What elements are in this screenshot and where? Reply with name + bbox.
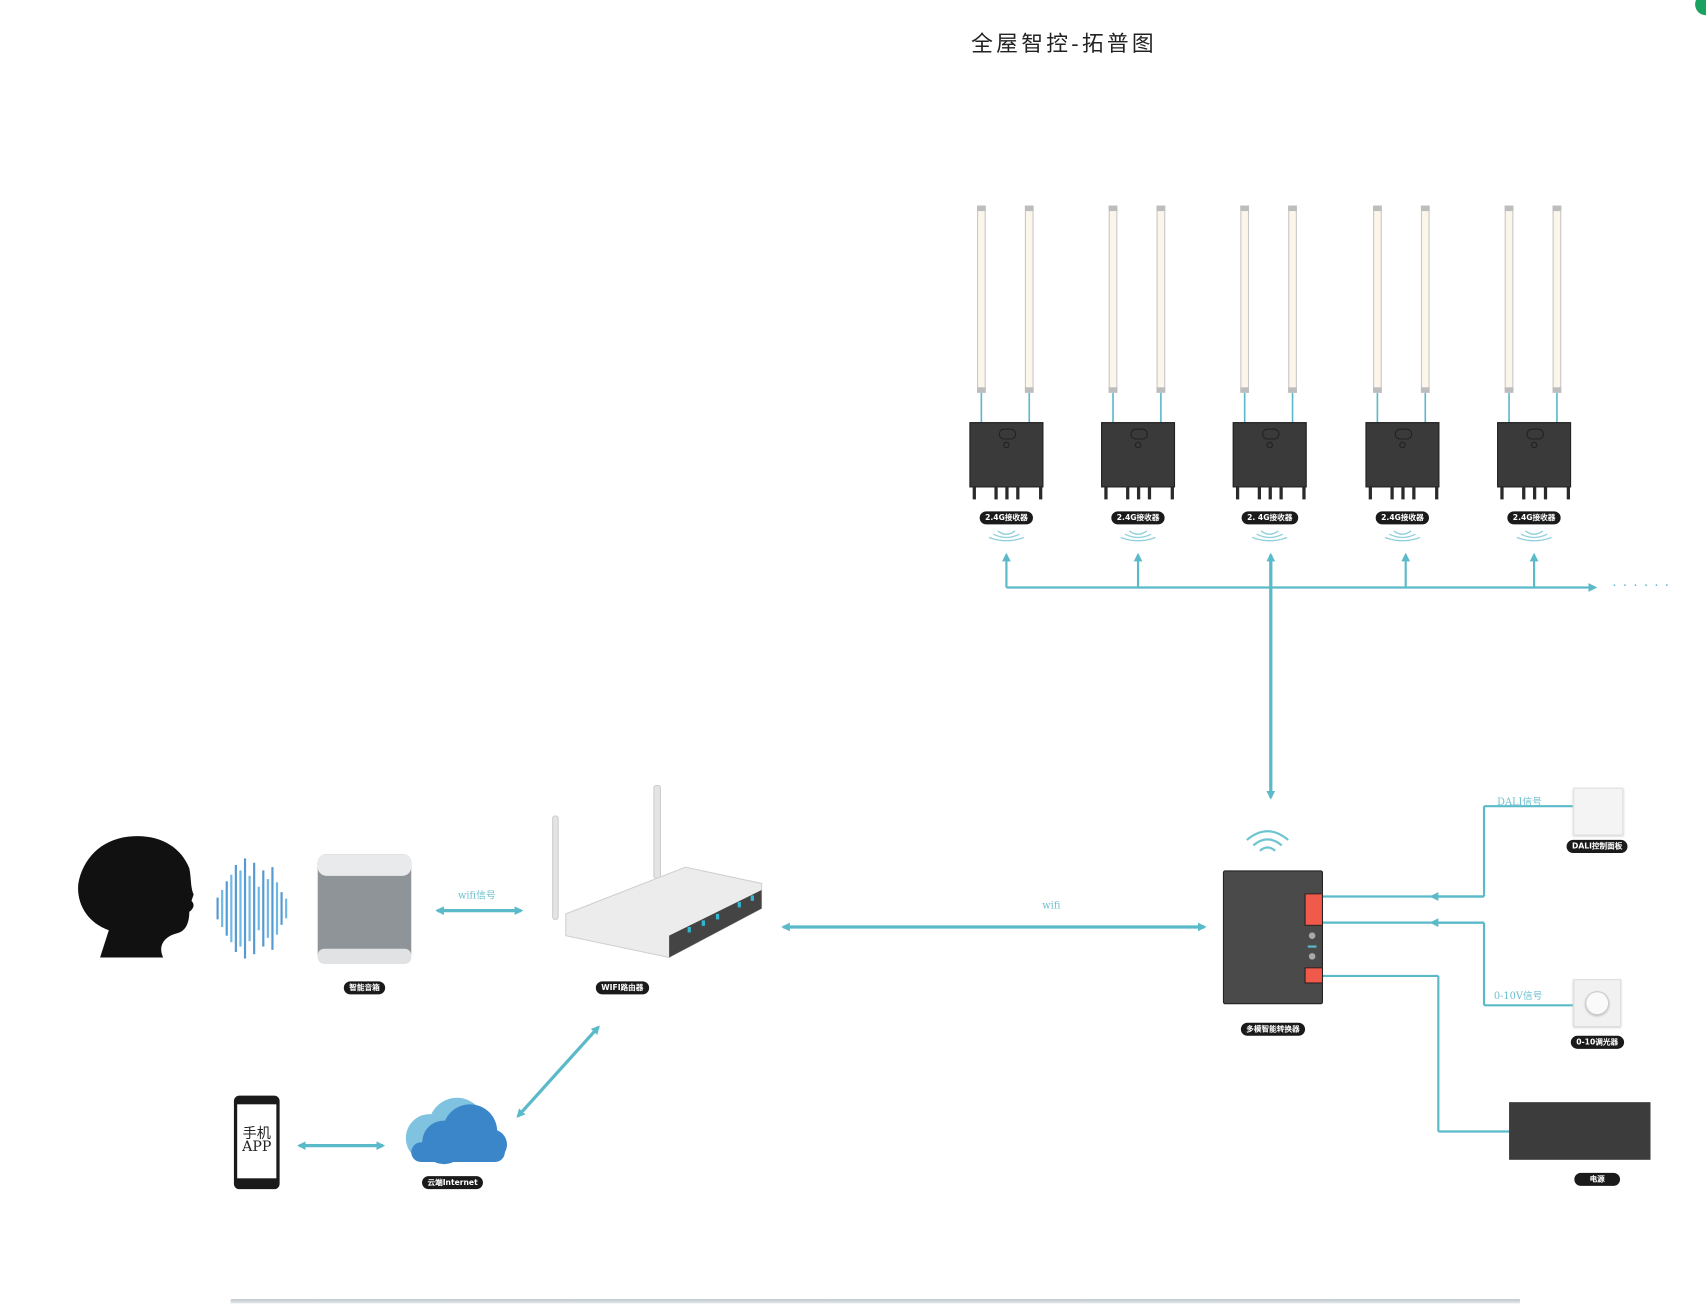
signal-arc (1128, 530, 1148, 535)
wifi-signal-label: wifi信号 (458, 891, 496, 902)
signal-arc (988, 536, 1025, 542)
signal-arc (1252, 536, 1288, 542)
status-led (1308, 932, 1316, 939)
signal-arc (1260, 530, 1279, 535)
smart-speaker-icon (317, 854, 412, 964)
receiver-label: 2. 4G接收器 (1241, 511, 1298, 525)
light-tube (1420, 205, 1430, 393)
power-label: 电源 (1574, 1172, 1621, 1186)
signal-arc (1124, 533, 1152, 539)
light-tube (1373, 205, 1382, 393)
receiver-label: 2.4G接收器 (1375, 511, 1430, 525)
signal-arc (993, 533, 1020, 539)
signal-arc (1516, 536, 1552, 542)
power-supply-icon (1509, 1102, 1651, 1160)
dimmer-icon (1573, 979, 1622, 1028)
receiver-device (1497, 422, 1572, 500)
signal-arc (1384, 536, 1421, 542)
multimode-converter (1222, 870, 1324, 1005)
continuation-dots: · · · · · · (1612, 577, 1671, 593)
converter-wifi-icon (1246, 830, 1289, 852)
receiver-device (1365, 422, 1440, 500)
phone-line-1: 手机 (242, 1126, 271, 1143)
receiver-label: 2.4G接收器 (1507, 511, 1561, 525)
dali-terminal (1304, 893, 1324, 926)
cloud-icon (405, 1097, 508, 1165)
speaker-label: 智能音箱 (343, 981, 386, 995)
cloud-router-link (516, 1025, 600, 1118)
diagram-title: 全屋智控-拓普图 (971, 30, 1157, 57)
receiver-device (969, 422, 1044, 500)
light-tube (1024, 205, 1034, 393)
dali-panel-icon (1573, 787, 1624, 836)
bottom-scrollbar[interactable] (230, 1299, 1520, 1304)
receiver-device (1232, 422, 1307, 500)
wifi-label: wifi (1042, 900, 1061, 912)
light-tube (1156, 205, 1166, 393)
receiver-device (1101, 422, 1176, 500)
app-badge-icon (1695, 0, 1706, 16)
receiver-label: 2.4G接收器 (979, 511, 1034, 525)
tube-wires (980, 392, 1558, 423)
router-label: WIFI路由器 (595, 981, 649, 995)
zero-ten-signal-label: 0-10V信号 (1493, 991, 1543, 1003)
signal-arc (1256, 533, 1284, 539)
signal-arc (1520, 533, 1548, 539)
light-tube (977, 205, 986, 393)
light-tube (1504, 205, 1514, 393)
cloud-label: 云端Internet (422, 1176, 484, 1190)
sound-wave-icon (216, 858, 288, 959)
power-terminal (1304, 967, 1324, 984)
dimmer-label: 0-10调光器 (1570, 1035, 1624, 1049)
signal-arc (1393, 530, 1412, 535)
wifi-router-icon (552, 784, 763, 959)
signal-arc (1120, 536, 1156, 542)
light-tube (1552, 205, 1562, 393)
dali-panel-label: DALI控制面板 (1566, 839, 1628, 853)
light-tube (1108, 205, 1118, 393)
receiver-label: 2.4G接收器 (1111, 511, 1165, 525)
light-tube (1240, 205, 1250, 393)
light-tube (1288, 205, 1297, 393)
signal-arc (1524, 530, 1544, 535)
signal-arc (1389, 533, 1416, 539)
indicator-bar (1307, 945, 1317, 948)
phone-line-2: APP (242, 1139, 272, 1156)
signal-arc (997, 530, 1016, 535)
person-silhouette-icon (78, 836, 194, 958)
converter-label: 多模智能转换器 (1240, 1022, 1306, 1036)
dali-signal-label: DALI信号 (1497, 797, 1542, 809)
status-led (1308, 953, 1316, 960)
